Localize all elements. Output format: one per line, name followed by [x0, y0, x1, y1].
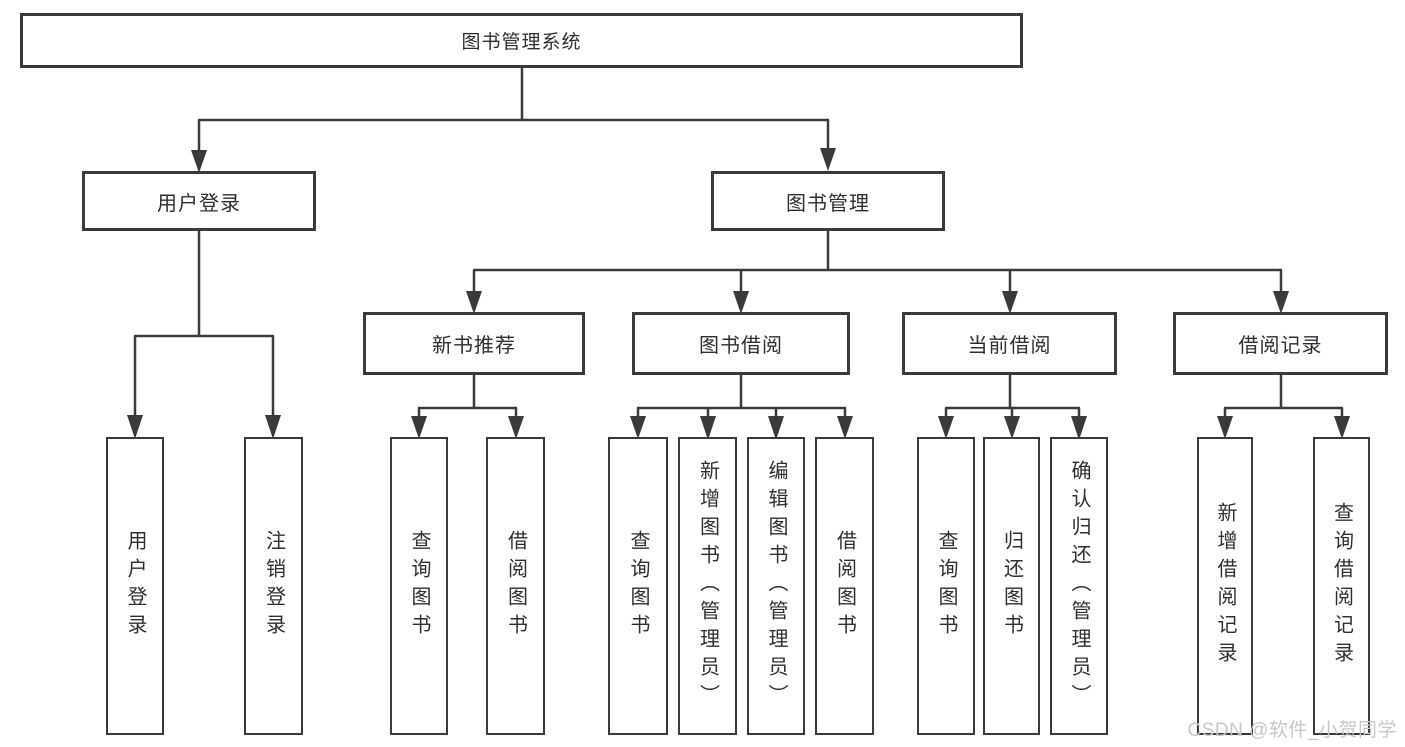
arrowhead [820, 148, 836, 171]
watermark: CSDN @软件_小贺同学 [1187, 720, 1397, 741]
node-label: 归还图书 [1000, 530, 1023, 642]
node-label: 注销登录 [262, 530, 285, 642]
arrowhead [265, 415, 281, 439]
leaf-query-books-borrowing: 查询图书 [608, 437, 668, 735]
node-borrowing-records: 借阅记录 [1173, 312, 1388, 375]
node-book-management: 图书管理 [711, 171, 945, 231]
arrowhead [1334, 416, 1350, 439]
leaf-query-books-recommend: 查询图书 [390, 437, 448, 735]
leaf-confirm-return-admin: 确认归还（管理员） [1050, 437, 1108, 735]
node-label: 借阅图书 [833, 530, 856, 642]
arrowhead [127, 415, 143, 439]
arrowhead [1217, 416, 1233, 439]
arrowhead [508, 416, 524, 439]
node-library-management-system: 图书管理系统 [20, 13, 1023, 68]
node-label: 确认归还（管理员） [1068, 460, 1090, 712]
leaf-query-borrow-record: 查询借阅记录 [1313, 437, 1370, 735]
leaf-user-login: 用户登录 [106, 437, 164, 735]
node-label: 新增借阅记录 [1214, 502, 1236, 670]
leaf-add-borrow-record: 新增借阅记录 [1197, 437, 1253, 735]
node-label: 新增图书（管理员） [696, 460, 719, 712]
arrowhead [837, 416, 853, 439]
node-label: 图书借阅 [699, 335, 783, 357]
node-label: 用户登录 [157, 192, 241, 215]
leaf-borrow-books: 借阅图书 [815, 437, 874, 735]
arrowhead [733, 291, 749, 314]
arrowhead [411, 416, 427, 439]
leaf-query-books-current: 查询图书 [917, 437, 975, 735]
node-label: 借阅图书 [504, 530, 527, 642]
node-label: 当前借阅 [967, 335, 1052, 357]
node-book-borrowing: 图书借阅 [632, 312, 850, 375]
node-new-book-recommendation: 新书推荐 [363, 312, 585, 375]
leaf-add-books-admin: 新增图书（管理员） [678, 437, 737, 735]
node-label: 查询图书 [408, 530, 430, 642]
arrowhead [191, 150, 207, 173]
leaf-borrow-books-recommend: 借阅图书 [486, 437, 545, 735]
arrowhead [1002, 291, 1018, 314]
node-label: 用户登录 [124, 530, 146, 642]
arrowhead [1273, 291, 1289, 314]
arrowhead [1071, 416, 1087, 440]
node-label: 借阅记录 [1238, 335, 1323, 357]
leaf-edit-books-admin: 编辑图书（管理员） [747, 437, 805, 735]
node-label: 新书推荐 [432, 335, 516, 357]
arrowhead [768, 416, 784, 440]
node-label: 查询借阅记录 [1330, 502, 1353, 670]
node-label: 图书管理系统 [461, 32, 582, 53]
node-label: 编辑图书（管理员） [765, 460, 787, 712]
node-current-borrowing: 当前借阅 [902, 312, 1117, 375]
leaf-logout-login: 注销登录 [244, 437, 303, 735]
node-user-login: 用户登录 [82, 171, 316, 231]
node-label: 图书管理 [786, 192, 870, 215]
arrowhead [1004, 416, 1020, 439]
node-label: 查询图书 [935, 530, 957, 642]
arrowhead [938, 416, 954, 439]
arrowhead [630, 416, 646, 439]
leaf-return-books: 归还图书 [983, 437, 1040, 735]
arrowhead [700, 416, 716, 440]
node-label: 查询图书 [627, 530, 649, 642]
arrowhead [466, 291, 482, 314]
